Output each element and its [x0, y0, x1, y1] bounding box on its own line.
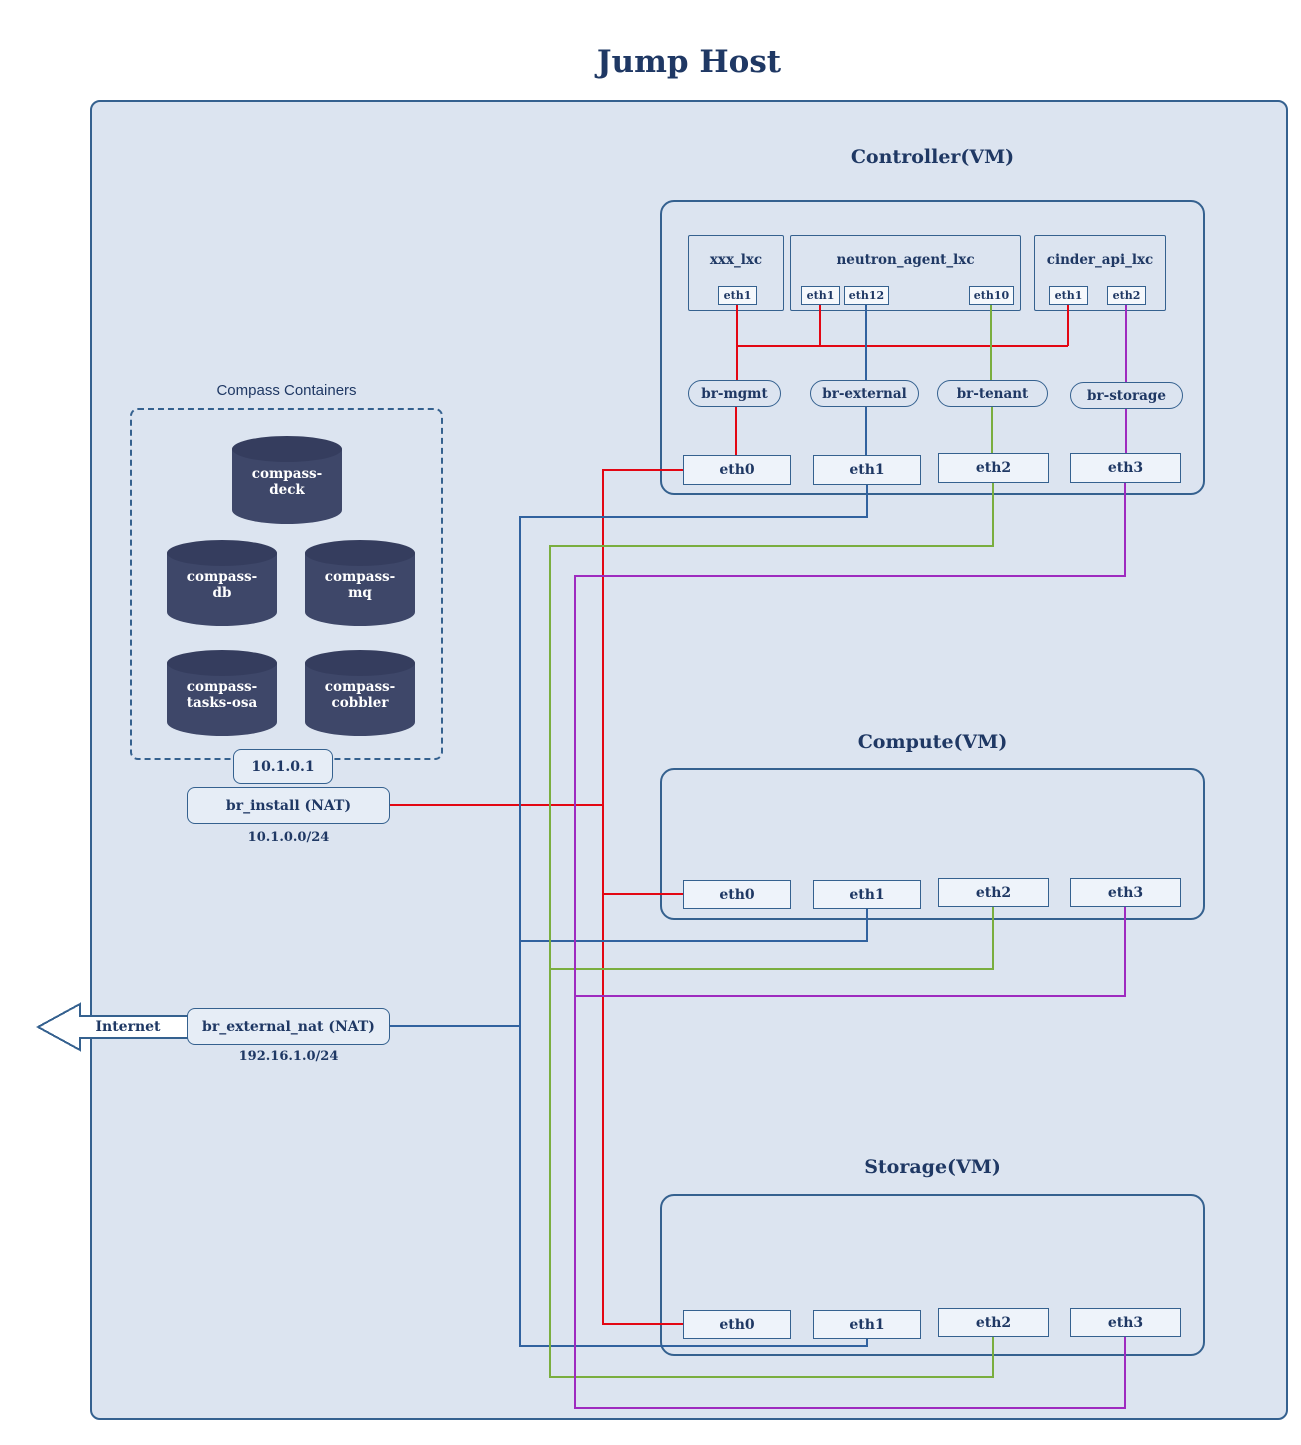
- compute-nic-eth0: eth0: [683, 880, 791, 909]
- cylinder-top: [305, 540, 415, 566]
- cinder-port-eth2: eth2: [1107, 286, 1146, 305]
- cinder-api-lxc-label: cinder_api_lxc: [1046, 252, 1154, 268]
- cylinder-label: compass-db: [186, 568, 258, 601]
- compass-deck-cylinder: compass-deck: [232, 436, 342, 524]
- controller-nic-eth2: eth2: [938, 453, 1049, 483]
- compute-nic-eth2: eth2: [938, 878, 1049, 907]
- compass-db-cylinder: compass-db: [167, 540, 277, 626]
- compute-nic-eth1: eth1: [813, 880, 921, 909]
- storage-nic-eth2: eth2: [938, 1308, 1049, 1337]
- cylinder-label: compass-tasks-osa: [186, 678, 258, 711]
- diagram-title: Jump Host: [596, 44, 782, 80]
- cylinder-top: [167, 540, 277, 566]
- controller-nic-eth0: eth0: [683, 455, 791, 485]
- cylinder-top: [305, 650, 415, 676]
- external-subnet-label: 192.16.1.0/24: [238, 1049, 339, 1064]
- install-subnet-label: 10.1.0.0/24: [247, 830, 330, 845]
- neutron-port-eth12: eth12: [844, 286, 889, 305]
- bridge-br-storage: br-storage: [1070, 382, 1183, 409]
- controller-nic-eth3: eth3: [1070, 453, 1181, 483]
- controller-title: Controller(VM): [850, 146, 1015, 168]
- cylinder-top: [167, 650, 277, 676]
- compute-title: Compute(VM): [857, 731, 1008, 753]
- neutron-agent-lxc-label: neutron_agent_lxc: [836, 252, 975, 268]
- storage-nic-eth0: eth0: [683, 1310, 791, 1339]
- storage-nic-eth3: eth3: [1070, 1308, 1181, 1337]
- cylinder-label: compass-mq: [324, 568, 396, 601]
- storage-title: Storage(VM): [864, 1156, 1001, 1178]
- cylinder-label: compass-deck: [251, 465, 323, 498]
- gateway-ip-box: 10.1.0.1: [233, 749, 333, 784]
- br-install-box: br_install (NAT): [187, 787, 390, 824]
- cinder-port-eth1: eth1: [1049, 286, 1088, 305]
- neutron-port-eth10: eth10: [969, 286, 1014, 305]
- xxx-lxc-port-eth1: eth1: [718, 286, 757, 305]
- compass-cobbler-cylinder: compass-cobbler: [305, 650, 415, 736]
- controller-nic-eth1: eth1: [813, 455, 921, 485]
- neutron-port-eth1: eth1: [801, 286, 840, 305]
- br-external-nat-box: br_external_nat (NAT): [187, 1008, 390, 1045]
- bridge-br-mgmt: br-mgmt: [688, 380, 781, 407]
- bridge-br-external: br-external: [810, 380, 919, 407]
- compass-tasks-osa-cylinder: compass-tasks-osa: [167, 650, 277, 736]
- cylinder-label: compass-cobbler: [324, 678, 396, 711]
- cylinder-top: [232, 436, 342, 462]
- compass-mq-cylinder: compass-mq: [305, 540, 415, 626]
- compute-nic-eth3: eth3: [1070, 878, 1181, 907]
- storage-nic-eth1: eth1: [813, 1310, 921, 1339]
- compass-containers-title: Compass Containers: [216, 382, 357, 399]
- xxx-lxc-label: xxx_lxc: [709, 252, 763, 268]
- bridge-br-tenant: br-tenant: [937, 380, 1048, 407]
- internet-label: Internet: [95, 1019, 161, 1035]
